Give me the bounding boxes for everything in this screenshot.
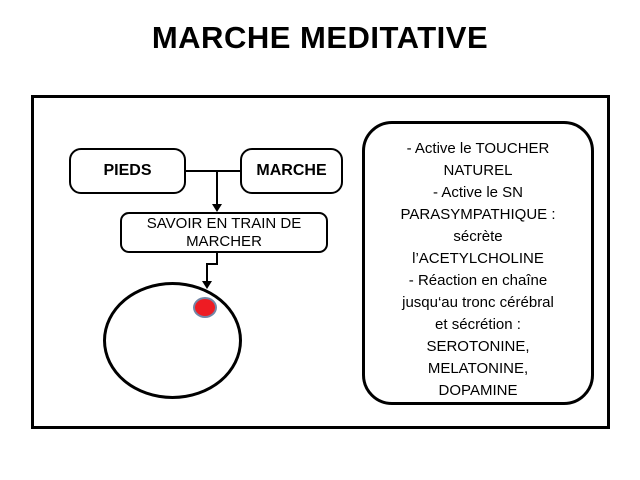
connector-savoir-jog	[205, 262, 218, 265]
info-line: et sécrétion :	[435, 316, 521, 333]
info-line: l’ACETYLCHOLINE	[412, 250, 544, 267]
info-line: - Active le TOUCHER	[406, 140, 550, 157]
red-brain-dot	[193, 297, 217, 318]
slide-title: MARCHE MEDITATIVE	[151, 20, 489, 55]
node-marche: MARCHE	[240, 148, 343, 194]
info-line: - Active le SN	[432, 184, 524, 201]
connector-savoir-drop	[205, 263, 208, 281]
connector-pieds-marche	[185, 169, 241, 172]
down-arrowhead-icon	[212, 204, 222, 212]
pieds-label: PIEDS	[103, 162, 152, 179]
node-savoir: SAVOIR EN TRAIN DE MARCHER	[120, 212, 328, 253]
savoir-label: SAVOIR EN TRAIN DE MARCHER	[146, 214, 302, 250]
marche-label: MARCHE	[256, 162, 327, 179]
info-line: NATUREL	[443, 162, 513, 179]
info-line: MELATONINE,	[427, 360, 529, 377]
connector-savoir-down	[215, 252, 218, 265]
info-line: - Réaction en chaîne	[408, 272, 548, 289]
info-line: DOPAMINE	[438, 382, 518, 399]
down-arrowhead-icon	[202, 281, 212, 289]
head-ellipse	[103, 282, 242, 399]
info-line: sécrète	[453, 228, 503, 245]
info-line: jusqu‘au tronc cérébral	[402, 294, 554, 311]
info-line: PARASYMPATHIQUE :	[400, 206, 556, 223]
info-box: - Active le TOUCHER NATUREL - Active le …	[362, 121, 594, 405]
connector-to-savoir	[215, 170, 218, 206]
node-pieds: PIEDS	[69, 148, 186, 194]
info-line: SEROTONINE,	[426, 338, 530, 355]
